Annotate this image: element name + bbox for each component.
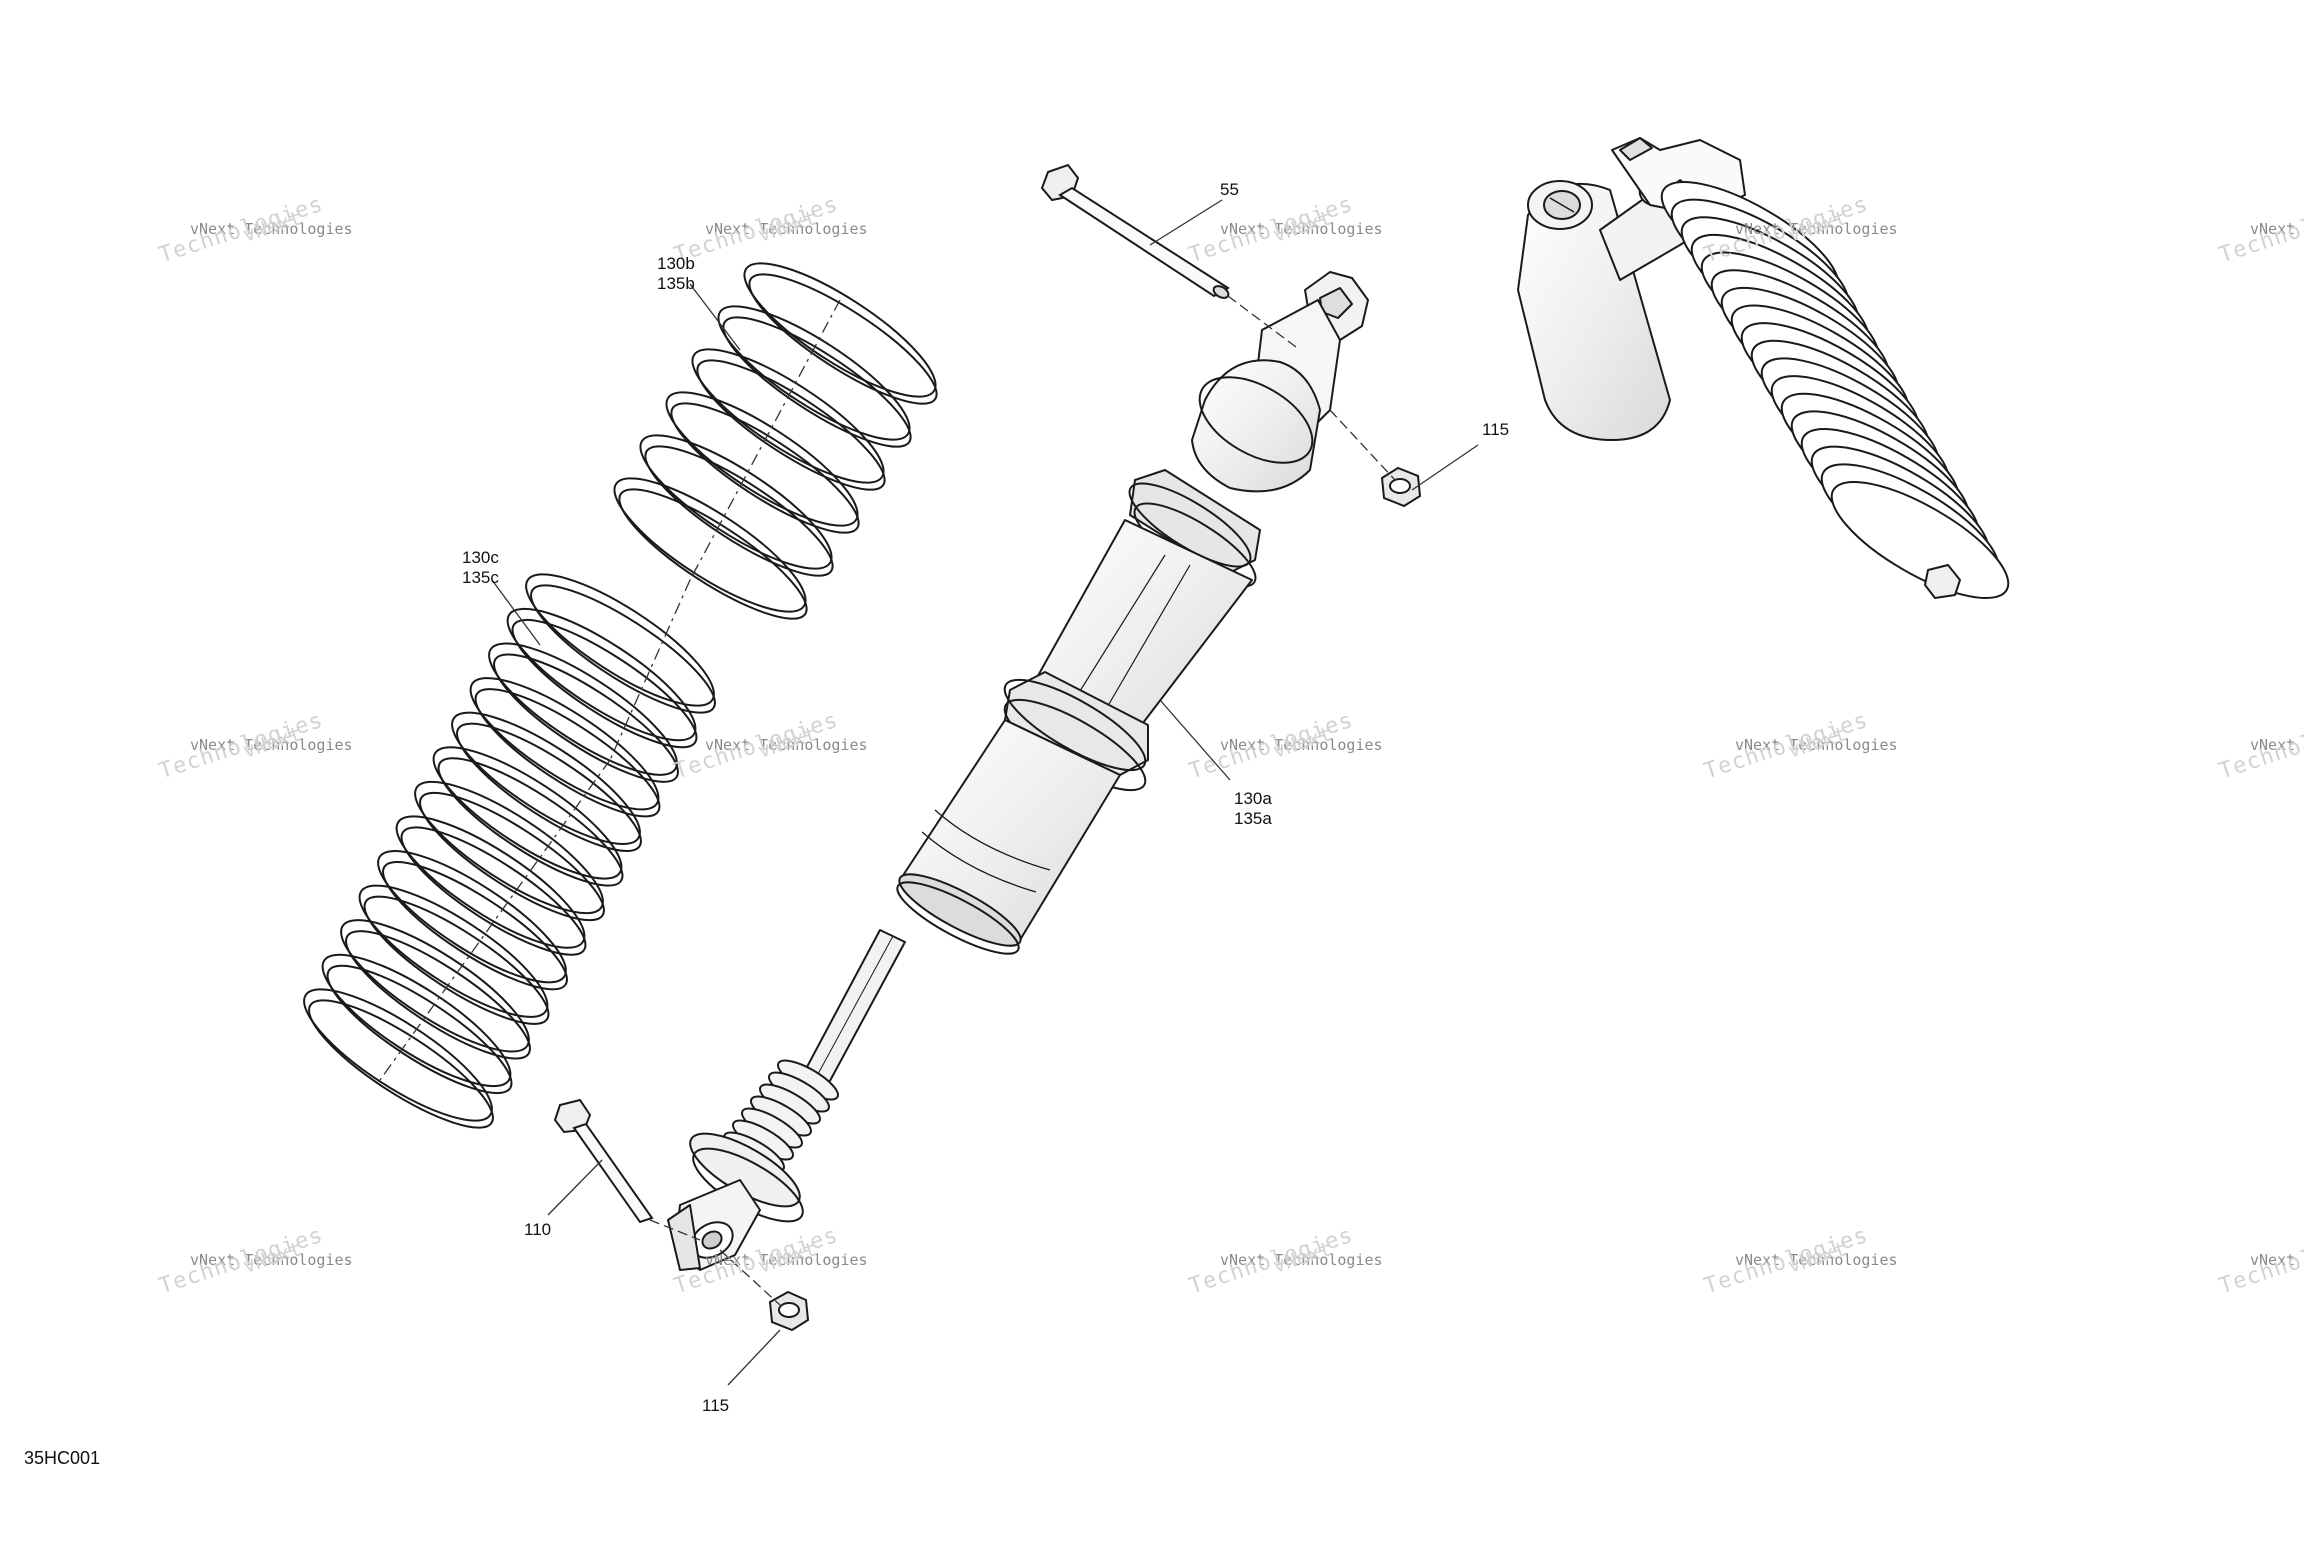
callout-label: 115: [702, 1396, 730, 1415]
spring-upper-130b: [613, 262, 938, 620]
assembled-coil: [1830, 480, 2010, 600]
callout-label: 115: [1482, 420, 1510, 439]
spring-coil: [340, 919, 531, 1060]
callout-label: 130a: [1234, 789, 1272, 808]
spring-coil: [717, 305, 912, 448]
spring-axis-lines: [379, 299, 841, 1081]
nut-115-bottom: [768, 1290, 810, 1332]
callout-115-bottom: 115: [702, 1396, 729, 1416]
callout-label: 110: [524, 1220, 552, 1239]
leader-lines: [491, 199, 1479, 1386]
callout-130b: 130b 135b: [657, 254, 695, 294]
spring-coil: [743, 262, 938, 405]
bolt-55: [1040, 163, 1230, 299]
callout-label: 130c: [462, 548, 499, 567]
callout-115-top: 115: [1482, 420, 1509, 440]
callout-label: 55: [1220, 180, 1239, 199]
spring-coil: [469, 677, 661, 818]
callout-110: 110: [524, 1220, 551, 1240]
spring-coil: [525, 573, 716, 714]
callout-label: 135c: [462, 568, 499, 587]
nut-115-top: [1380, 466, 1422, 508]
bolt-110: [553, 1098, 654, 1224]
spring-coil: [395, 815, 587, 956]
assembled-shock-reference: [1517, 137, 2010, 600]
callout-55: 55: [1220, 180, 1239, 200]
drawing-code: 35HC001: [24, 1448, 101, 1468]
spring-coil: [414, 780, 605, 922]
spring-coil: [488, 642, 679, 783]
spring-coil: [377, 850, 568, 991]
shock-absorber-130a: [667, 271, 1369, 1271]
spring-coil: [613, 477, 808, 620]
spring-lower-130c: [303, 573, 716, 1129]
spring-coil: [303, 988, 494, 1129]
spring-coil: [506, 607, 698, 749]
spring-coil: [321, 953, 513, 1095]
spring-coil: [691, 348, 886, 491]
spring-coil: [665, 391, 860, 534]
callout-label: 135b: [657, 274, 695, 293]
callout-label: 130b: [657, 254, 695, 273]
callout-label: 135a: [1234, 809, 1272, 828]
callout-130a: 130a 135a: [1234, 789, 1272, 829]
spring-coil: [451, 711, 642, 852]
spring-coil: [639, 434, 834, 577]
spring-coil: [358, 884, 550, 1025]
callout-130c: 130c 135c: [462, 548, 499, 588]
spring-coil: [432, 746, 624, 887]
